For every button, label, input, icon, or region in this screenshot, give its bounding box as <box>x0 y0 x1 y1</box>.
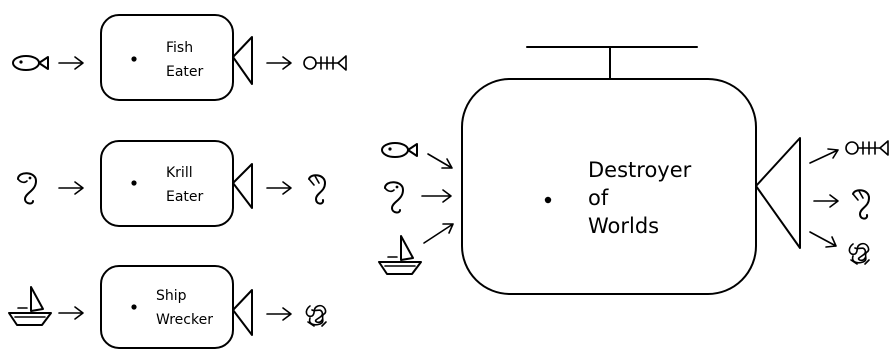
machine-label-line2: Eater <box>166 64 204 80</box>
machine-label-line3: Worlds <box>588 214 659 238</box>
arrow-icon <box>421 189 452 203</box>
arrow-icon <box>809 231 837 248</box>
ship-wrecker-machine: Ship Wrecker <box>8 265 327 349</box>
shrimp-shell-icon <box>308 174 326 205</box>
machine-body <box>100 14 234 101</box>
machine-eye <box>131 180 137 186</box>
machine-label-line2: Wrecker <box>156 312 213 328</box>
shrimp-icon <box>384 181 404 214</box>
shrimp-icon <box>17 172 37 205</box>
arrow-icon <box>423 223 454 244</box>
fish-icon <box>381 142 418 158</box>
arrow-right-icon <box>58 56 84 70</box>
fish-skeleton-icon <box>303 55 347 71</box>
machine-tail <box>232 36 253 85</box>
fish-icon <box>12 55 49 71</box>
arrow-right-icon <box>58 306 84 320</box>
sailboat-icon <box>378 235 422 275</box>
machine-eye <box>131 56 137 62</box>
machine-label-line2: of <box>588 186 609 210</box>
wreckage-icon <box>848 242 870 265</box>
arrow-right-icon <box>266 56 292 70</box>
arrow-icon <box>813 194 839 208</box>
machine-label-line2: Eater <box>166 189 204 205</box>
machine-tail <box>232 289 253 336</box>
wreckage-icon <box>305 304 327 327</box>
arrow-icon <box>809 148 839 164</box>
arrow-right-icon <box>58 181 84 195</box>
krill-eater-machine: Krill Eater <box>17 140 326 227</box>
arrow-right-icon <box>266 181 292 195</box>
sailboat-icon <box>8 286 52 326</box>
machine-label-line1: Krill <box>166 165 193 181</box>
machine-body <box>100 140 234 227</box>
fish-skeleton-icon <box>845 140 889 156</box>
shrimp-shell-icon <box>852 189 870 220</box>
destroyer-of-worlds-machine: Destroyer of Worlds <box>378 46 889 295</box>
machine-label-line1: Destroyer <box>588 158 692 182</box>
fish-eater-machine: Fish Eater <box>12 14 347 101</box>
machine-tail <box>755 137 801 249</box>
arrow-right-icon <box>266 307 292 321</box>
arrow-icon <box>427 153 453 169</box>
machine-tail <box>232 163 253 209</box>
machine-body <box>461 78 757 295</box>
machine-eye <box>131 304 137 310</box>
machine-eye <box>544 196 552 204</box>
machine-body <box>100 265 234 349</box>
machine-label-line1: Fish <box>166 40 193 56</box>
machine-label-line1: Ship <box>156 288 187 304</box>
